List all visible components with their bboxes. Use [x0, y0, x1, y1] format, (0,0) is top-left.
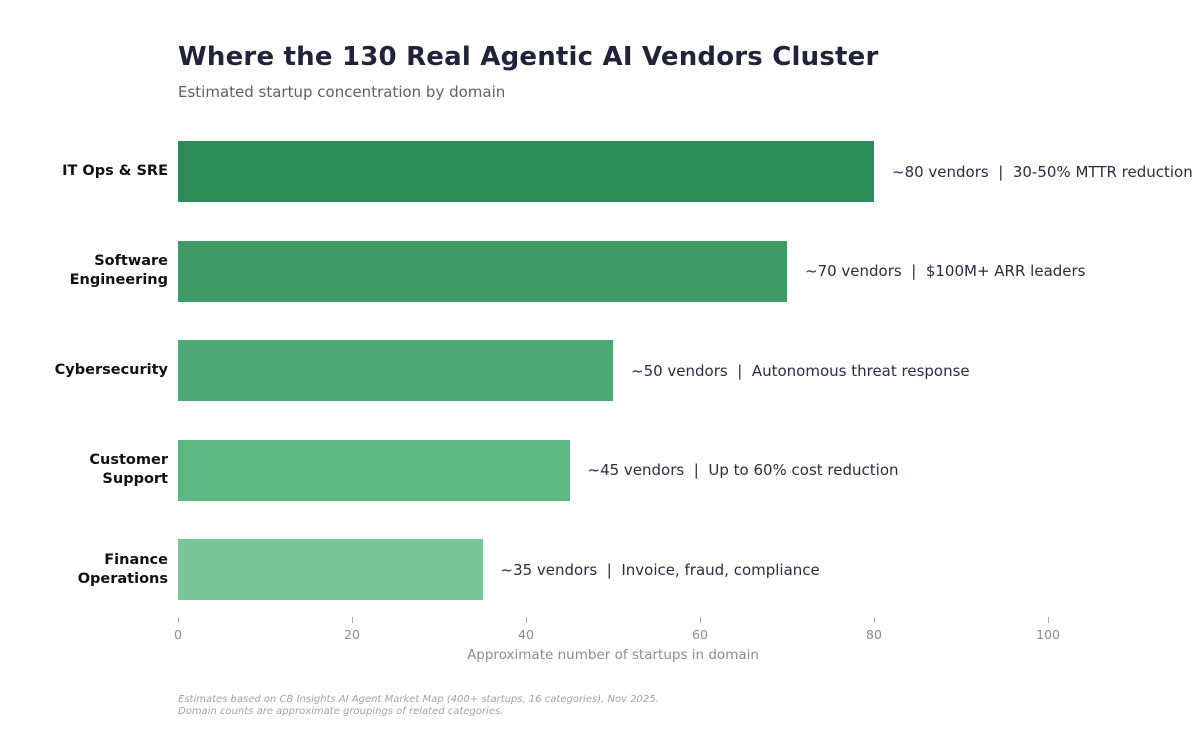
bar-annotation: ~35 vendors | Invoice, fraud, compliance	[500, 560, 820, 579]
bar-annotation: ~50 vendors | Autonomous threat response	[631, 361, 970, 380]
category-label-line: Software	[94, 253, 168, 269]
category-label-line: Engineering	[69, 272, 168, 288]
category-label-line: Cybersecurity	[54, 362, 168, 378]
x-tick-mark	[352, 617, 353, 623]
category-label: Cybersecurity	[20, 340, 168, 401]
bar	[178, 439, 570, 501]
bar-row: IT Ops & SRE ~80 vendors | 30-50% MTTR r…	[0, 141, 1200, 202]
bar-annotation: ~70 vendors | $100M+ ARR leaders	[805, 262, 1086, 280]
source-footnote-line1: Estimates based on CB Insights AI Agent …	[178, 694, 659, 705]
x-tick-mark	[178, 617, 179, 623]
x-axis-label: Approximate number of startups in domain	[467, 647, 759, 663]
x-tick-label: 40	[518, 627, 534, 642]
bar	[178, 340, 613, 401]
bar	[178, 539, 483, 600]
chart-subtitle: Estimated startup concentration by domai…	[178, 83, 506, 101]
source-footnote: Estimates based on CB Insights AI Agent …	[178, 694, 659, 717]
bar	[178, 240, 787, 302]
bar-annotation: ~80 vendors | 30-50% MTTR reduction	[892, 162, 1193, 181]
x-tick-mark	[526, 617, 527, 623]
x-tick-mark	[874, 617, 875, 623]
x-tick-label: 80	[866, 627, 882, 642]
category-label-line: Finance	[104, 551, 168, 568]
category-label-line: Customer	[89, 452, 168, 468]
x-tick-label: 0	[174, 627, 182, 642]
category-label: IT Ops & SRE	[20, 141, 168, 202]
chart-title: Where the 130 Real Agentic AI Vendors Cl…	[178, 42, 879, 72]
source-footnote-line2: Domain counts are approximate groupings …	[178, 705, 504, 717]
bar-annotation: ~45 vendors | Up to 60% cost reduction	[587, 461, 899, 479]
category-label-line: IT Ops & SRE	[62, 163, 168, 179]
category-label-line: Operations	[77, 570, 168, 587]
x-tick-label: 20	[344, 627, 360, 642]
category-label-line: Support	[102, 471, 168, 487]
bar-row: Cybersecurity ~50 vendors | Autonomous t…	[0, 340, 1200, 401]
x-tick-mark	[1048, 617, 1049, 623]
x-tick-label: 60	[692, 627, 708, 642]
bar	[178, 141, 874, 202]
x-tick-mark	[700, 617, 701, 623]
x-tick-label: 100	[1036, 627, 1060, 642]
